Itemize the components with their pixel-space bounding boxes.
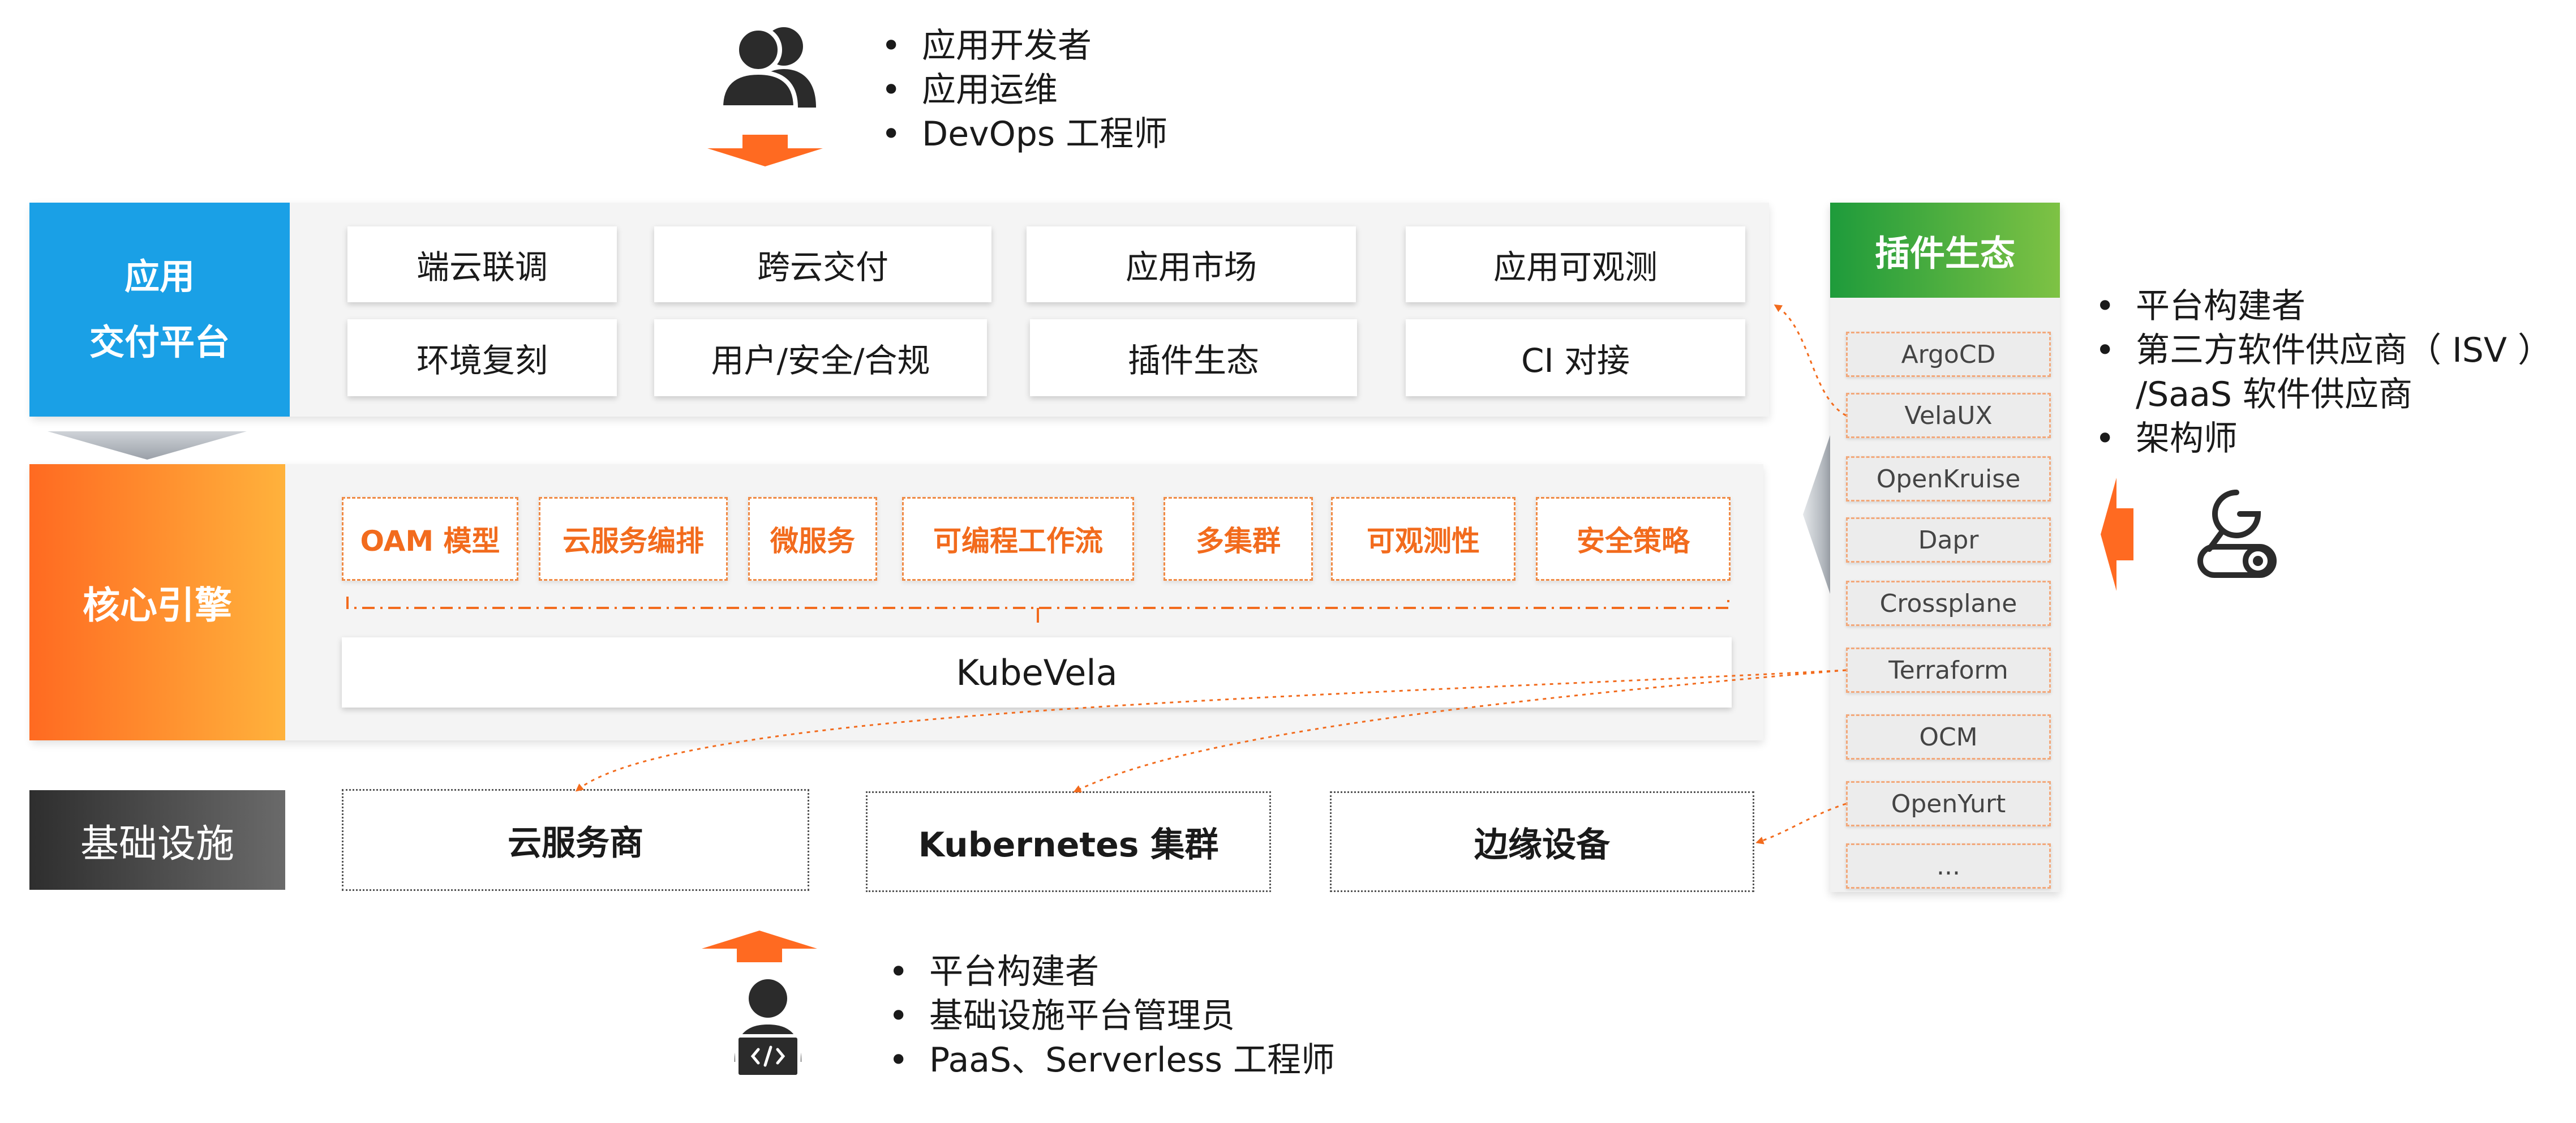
kubevela-engine: KubeVela — [342, 637, 1732, 708]
top-user-item: 应用运维 — [874, 68, 1167, 112]
plugin-item: OCM — [1846, 714, 2051, 760]
plugin-title-text: 插件生态 — [1874, 233, 2015, 274]
feature-card: 应用市场 — [1027, 226, 1356, 302]
delivery-label-line1: 应用 — [124, 256, 195, 297]
feature-card: 跨云交付 — [654, 226, 991, 302]
core-tag: 微服务 — [748, 497, 877, 581]
infra-label-text: 基础设施 — [80, 821, 234, 867]
feature-card: 插件生态 — [1030, 319, 1357, 396]
feature-card: 端云联调 — [347, 226, 617, 302]
core-tag: 可编程工作流 — [902, 497, 1134, 581]
plugin-item: Crossplane — [1846, 581, 2051, 626]
plugin-title: 插件生态 — [1830, 203, 2060, 298]
top-user-list: 应用开发者 应用运维 DevOps 工程师 — [874, 24, 1167, 156]
core-tag: OAM 模型 — [342, 497, 518, 581]
plugin-item: OpenYurt — [1846, 781, 2051, 826]
plugin-item: ... — [1846, 843, 2051, 889]
core-tag: 可观测性 — [1331, 497, 1515, 581]
plugin-item: VelaUX — [1846, 393, 2051, 438]
plugin-item: OpenKruise — [1846, 456, 2051, 502]
bottom-user-list: 平台构建者 基础设施平台管理员 PaaS、Serverless 工程师 — [882, 950, 1335, 1082]
infra-item: 边缘设备 — [1330, 791, 1754, 892]
bottom-user-item: 基础设施平台管理员 — [882, 994, 1335, 1038]
top-user-item: DevOps 工程师 — [874, 112, 1167, 156]
tags-bracket — [346, 597, 1729, 623]
layer-connector — [48, 431, 247, 460]
core-tag: 多集群 — [1164, 497, 1313, 581]
bottom-user-item: 平台构建者 — [882, 950, 1335, 994]
infra-label: 基础设施 — [29, 790, 285, 890]
infra-item: 云服务商 — [342, 789, 809, 891]
feature-card: 环境复刻 — [347, 319, 617, 396]
left-arrow — [2101, 478, 2133, 591]
right-user-list: 平台构建者 第三方软件供应商（ ISV ） /SaaS 软件供应商 架构师 — [2088, 284, 2552, 461]
delivery-label: 应用 交付平台 — [29, 203, 290, 417]
right-user-item-line1: 第三方软件供应商（ ISV ） — [2136, 331, 2552, 370]
feature-card: 应用可观测 — [1406, 226, 1745, 302]
plugin-feed-arrow — [1803, 412, 1838, 617]
core-label-text: 核心引擎 — [83, 584, 232, 627]
top-user-item: 应用开发者 — [874, 24, 1167, 68]
right-user-item: 架构师 — [2088, 417, 2552, 461]
right-user-item: 第三方软件供应商（ ISV ） /SaaS 软件供应商 — [2088, 328, 2552, 417]
gear-user-icon — [2197, 490, 2277, 578]
core-tag: 安全策略 — [1536, 497, 1731, 581]
plugin-item: Dapr — [1846, 517, 2051, 563]
plugin-item: Terraform — [1846, 648, 2051, 693]
core-tag: 云服务编排 — [539, 497, 728, 581]
down-arrow — [707, 135, 823, 166]
plugin-item: ArgoCD — [1846, 332, 2051, 377]
up-arrow — [702, 931, 817, 962]
infra-item: Kubernetes 集群 — [866, 791, 1271, 892]
developer-icon — [735, 979, 801, 1078]
users-icon — [718, 26, 816, 110]
right-user-item: 平台构建者 — [2088, 284, 2552, 328]
delivery-label-line2: 交付平台 — [89, 322, 230, 363]
core-label: 核心引擎 — [29, 464, 285, 740]
bottom-user-item: PaaS、Serverless 工程师 — [882, 1038, 1335, 1082]
right-user-item-line2: /SaaS 软件供应商 — [2136, 375, 2412, 414]
feature-card: CI 对接 — [1406, 319, 1745, 396]
feature-card: 用户/安全/合规 — [654, 319, 987, 396]
